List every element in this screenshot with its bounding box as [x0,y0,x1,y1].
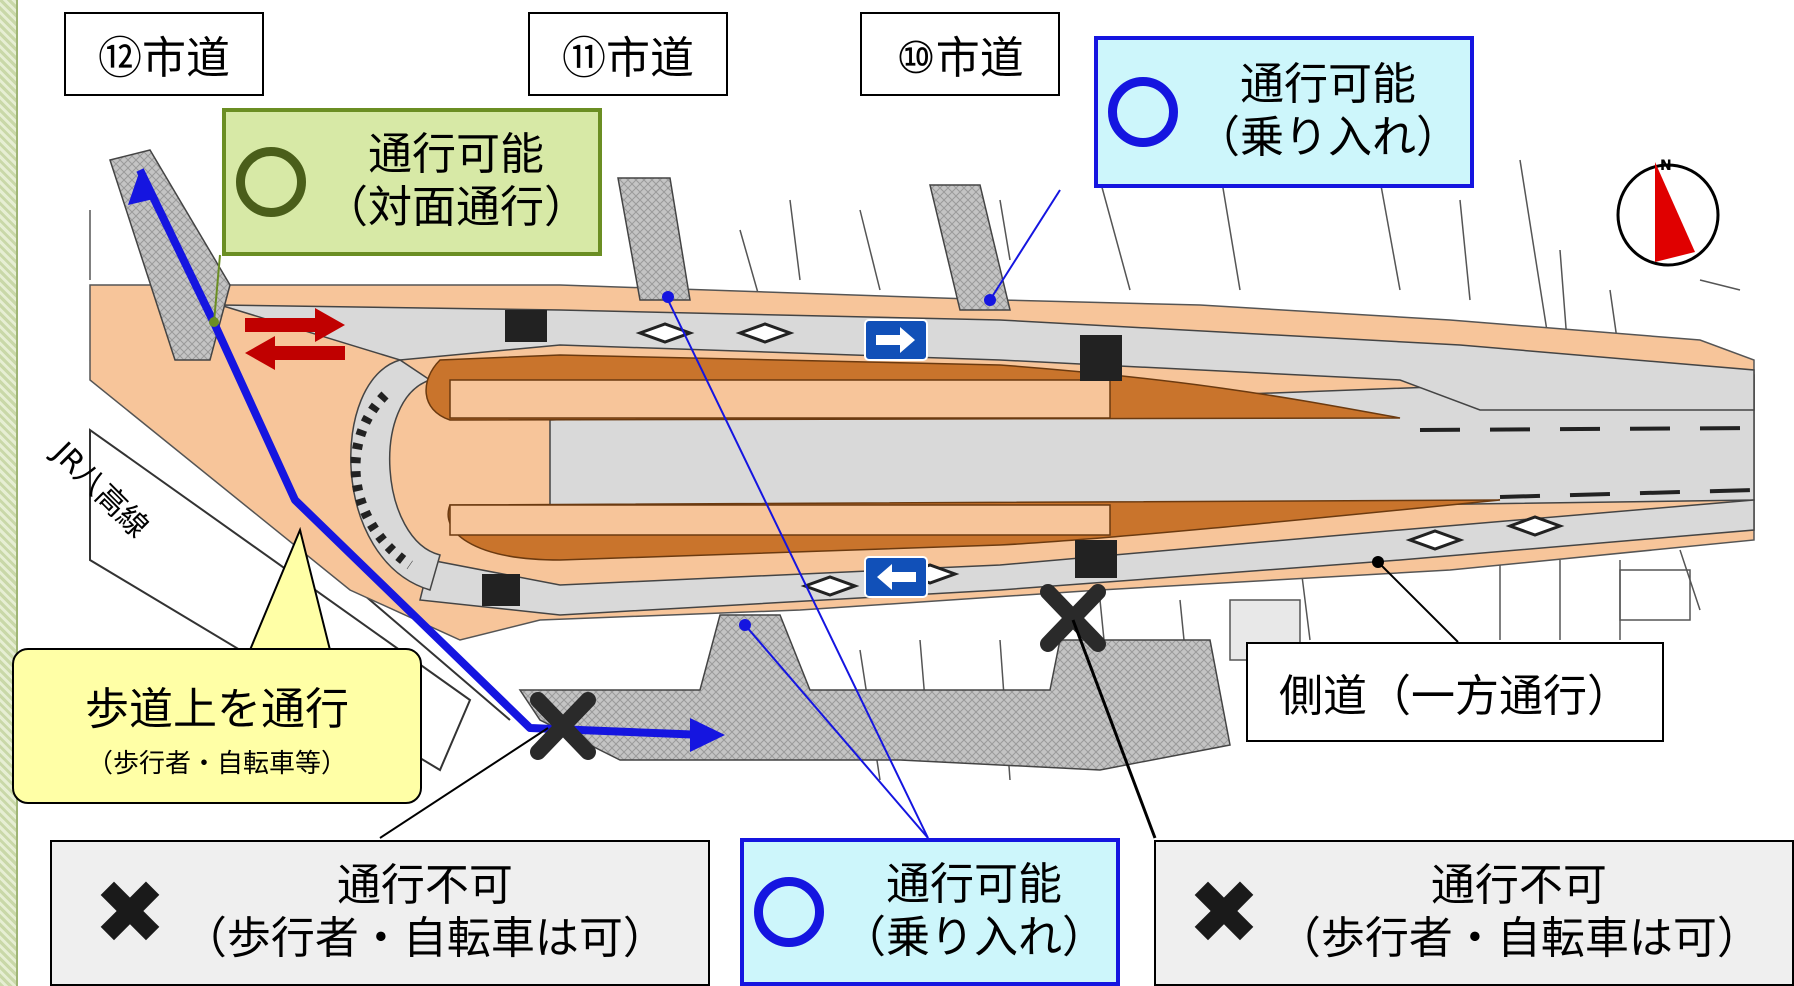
road-11-label: ⑪市道 [528,12,728,96]
no-pass-left-note: （歩行者・自転車は可） [182,913,667,964]
drive-in-bottom-status: 通行可能 [886,859,1062,911]
compass-north-label: N [1660,158,1672,174]
two-way-arrows-icon [245,308,345,370]
two-way-status: 通行可能 [368,129,544,181]
road-12-label: ⑫市道 [64,12,264,96]
callout-leader-lines [213,189,1459,839]
lane-diamonds [635,322,1565,597]
callout-side-road: 側道（一方通行） [1246,642,1664,742]
road-11-text: ⑪市道 [562,33,694,84]
frontage-road-north [219,304,1755,411]
sidewalk-status: 歩道上を通行 [85,683,349,735]
cross-icon: ✖ [93,861,167,964]
callout-two-way: 通行可能 （対面通行） [222,108,602,256]
callout-no-pass-left: ✖ 通行不可 （歩行者・自転車は可） [50,840,710,986]
cross-icon: ✖ [1187,861,1261,964]
blocked-cross-icon [530,584,1106,760]
crosswalks [482,310,1122,606]
drive-in-top-status: 通行可能 [1240,59,1416,111]
road-10-text: ⑩市道 [896,33,1024,84]
south-plaza [518,614,1231,771]
callout-sidewalk: 歩道上を通行 （歩行者・自転車等） [12,648,422,804]
side-road-text: 側道（一方通行） [1279,671,1631,722]
one-way-arrow-icon [864,319,928,361]
one-way-arrow-icon [864,556,928,598]
callout-no-pass-right: ✖ 通行不可 （歩行者・自転車は可） [1154,840,1794,986]
drive-in-bottom-note: （乗り入れ） [842,912,1106,963]
leader-dots [209,291,1384,631]
drive-in-top-note: （乗り入れ） [1196,112,1460,163]
two-way-note: （対面通行） [324,182,588,233]
road-12-corridor [109,149,231,361]
no-pass-right-note: （歩行者・自転車は可） [1276,913,1761,964]
callout-drive-in-top: 通行可能 （乗り入れ） [1094,36,1474,188]
sidewalk-note: （歩行者・自転車等） [86,748,347,779]
road-12-text: ⑫市道 [98,33,230,84]
road-11-corridor [617,177,691,301]
north-compass-icon [1616,162,1720,267]
road-10-corridor [929,184,1011,311]
circle-icon [236,147,306,217]
circle-icon [1108,77,1178,147]
road-10-label: ⑩市道 [860,12,1060,96]
u-turn-loop [350,359,441,591]
no-pass-right-status: 通行不可 [1430,860,1607,912]
circle-icon [754,877,824,947]
no-pass-left-status: 通行不可 [336,860,513,912]
callout-drive-in-bottom: 通行可能 （乗り入れ） [740,838,1120,986]
